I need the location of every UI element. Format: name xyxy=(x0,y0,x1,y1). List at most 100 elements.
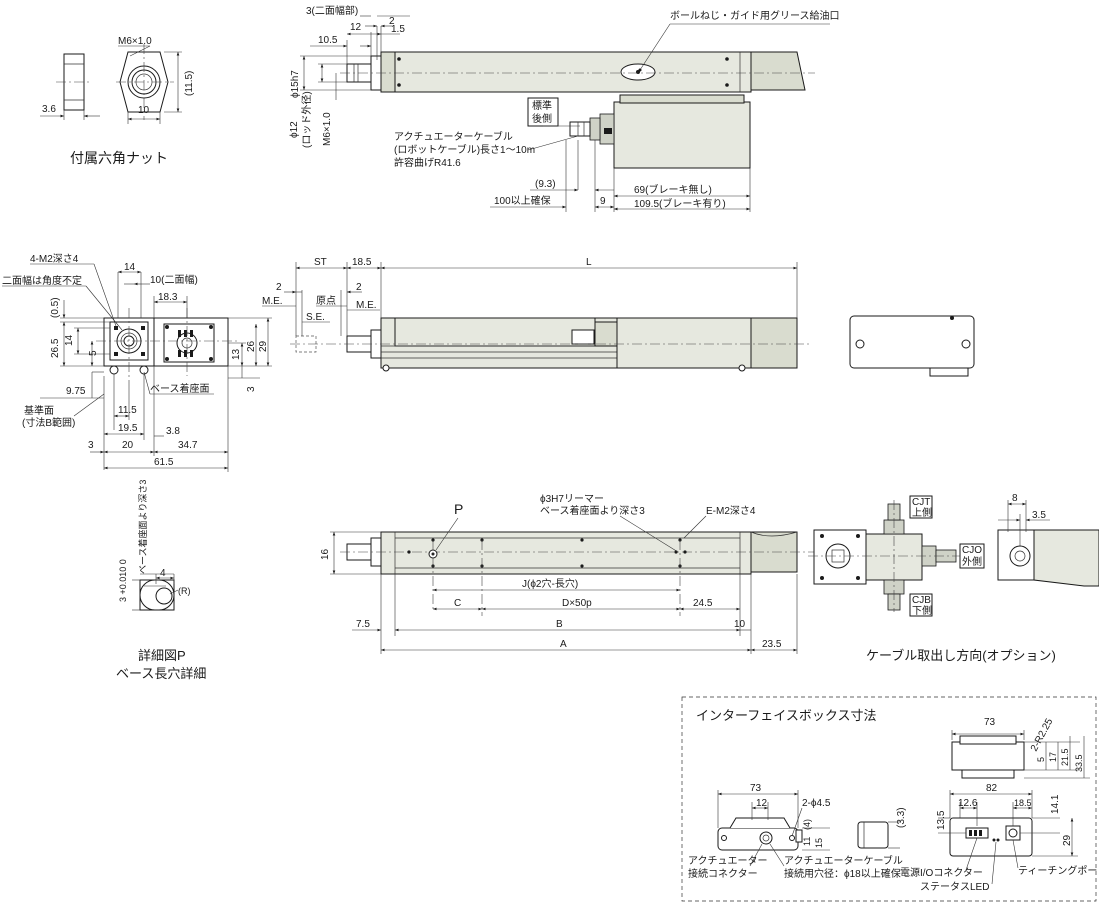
dim-d: D×50p xyxy=(562,598,592,609)
detail-caption-2: ベース長穴詳細 xyxy=(116,666,206,681)
end-view: 4-M2深さ4 14 10(二面幅) 二面幅は角度不定 18.3 (0.5) 2… xyxy=(2,253,272,472)
p-label: P xyxy=(454,501,463,517)
dim-phi15: ϕ15h7 xyxy=(290,70,301,98)
cable-option-caption: ケーブル取出し方向(オプション) xyxy=(866,648,1056,663)
detail-dim-4: 4 xyxy=(160,568,166,579)
dim-109: 109.5(ブレーキ有り) xyxy=(634,197,726,210)
if-l-12: 12 xyxy=(756,798,768,809)
if-l-15: 15 xyxy=(814,838,824,848)
if-top-5: 5 xyxy=(1036,757,1046,762)
rear-label-1: 標準 xyxy=(532,99,552,112)
if-top-21-5: 21.5 xyxy=(1060,748,1070,766)
end-dim-3: 3 xyxy=(246,386,257,392)
side-dim-2a: 2 xyxy=(276,282,282,293)
cjo-2: 外側 xyxy=(962,555,982,568)
end-dim-0-5: (0.5) xyxy=(50,297,61,318)
dim-9-3: (9.3) xyxy=(535,179,556,190)
ifbox-title: インターフェイスボックス寸法 xyxy=(696,708,876,723)
bottom-view: P ϕ3H7リーマー ベース着座面より深さ3 E-M2深さ4 16 J(ϕ2穴-… xyxy=(320,494,815,654)
end-dim-14: 14 xyxy=(124,262,136,273)
reamer-1: ϕ3H7リーマー xyxy=(540,494,604,505)
if-r-18-5: 18.5 xyxy=(1014,798,1032,808)
dim-10-5: 10.5 xyxy=(318,35,338,46)
if-r-13-5: 13.5 xyxy=(936,810,947,830)
dim-flat-width: 3(二面幅部) xyxy=(306,4,358,17)
dim-10: 10 xyxy=(734,619,746,630)
if-top-73: 73 xyxy=(984,717,996,728)
nut-width-label: 10 xyxy=(138,105,150,116)
end-dim-3b: 3 xyxy=(88,440,94,451)
nut-detail: M6×1.0 10 (11.5) 3.6 付属六角ナット xyxy=(40,36,195,166)
detail-p: 4 (R) ベース着座面より深さ3 3 +0.010 0 詳細図P ベース長穴詳… xyxy=(116,480,206,681)
side-dim-st: ST xyxy=(314,257,327,268)
cjt-1: CJT xyxy=(912,497,930,508)
dim-a: A xyxy=(560,639,567,650)
cable-label-1: アクチュエーターケーブル xyxy=(394,130,513,143)
end-ref-1: 基準面 xyxy=(24,404,54,417)
detail-r: (R) xyxy=(178,586,191,596)
detail-caption-1: 詳細図P xyxy=(138,648,186,663)
if-top-r: 2-R2.25 xyxy=(1029,716,1056,753)
cjo-1: CJO xyxy=(962,545,982,556)
dim-9: 9 xyxy=(600,196,606,207)
if-l-conn-2: 接続コネクター xyxy=(688,867,758,880)
interface-box: インターフェイスボックス寸法 73 2-R2.25 5 17 21.5 33.5… xyxy=(681,696,1099,902)
end-tapped: 4-M2深さ4 xyxy=(30,253,79,265)
end-base-seat: ベース着座面 xyxy=(150,382,210,395)
side-me-1: M.E. xyxy=(262,296,283,307)
nut-thread-label: M6×1.0 xyxy=(118,36,152,47)
if-r-teach: ティーチングポート xyxy=(1018,864,1099,877)
side-view: ST 18.5 L 2 2 M.E. 原点 M.E. S.E. xyxy=(262,257,810,372)
if-l-holes: 2-ϕ4.5 xyxy=(802,798,831,809)
dim-2: 2 xyxy=(389,16,395,27)
cjb-1: CJB xyxy=(912,595,931,606)
end-dim-10: 10(二面幅) xyxy=(150,273,198,286)
if-l-3-3: (3.3) xyxy=(896,807,907,828)
if-r-14-1: 14.1 xyxy=(1050,794,1061,814)
side-origin: 原点 xyxy=(316,295,336,307)
if-r-29: 29 xyxy=(1062,834,1073,846)
dim-69: 69(ブレーキ無し) xyxy=(634,183,712,196)
cjt-2: 上側 xyxy=(912,506,932,519)
if-r-12-6: 12.6 xyxy=(958,798,978,809)
end-dim-26: 26 xyxy=(246,340,257,352)
side-dim-2b: 2 xyxy=(356,282,362,293)
bottom-dim-16: 16 xyxy=(320,548,331,560)
top-view: 標準 後側 3(二面幅部) 2 1.5 12 10.5 ϕ15h7 ϕ12 (ロ… xyxy=(289,4,840,212)
rear-label-2: 後側 xyxy=(532,112,552,125)
bottom-tapped: E-M2深さ4 xyxy=(706,505,756,517)
dim-1-5: 1.5 xyxy=(391,24,405,35)
dim-23-5: 23.5 xyxy=(762,639,782,650)
detail-depth: ベース着座面より深さ3 xyxy=(137,480,148,574)
dim-phi12: ϕ12 xyxy=(289,121,300,138)
if-r-led: ステータスLED xyxy=(920,881,989,893)
if-top-17: 17 xyxy=(1048,752,1058,762)
end-dim-5: 5 xyxy=(88,350,99,356)
cable-label-2: (ロボットケーブル)長さ1～10m xyxy=(394,143,535,156)
cable-label-3: 許容曲げR41.6 xyxy=(394,156,461,169)
end-dim-18-3: 18.3 xyxy=(158,292,178,303)
end-ref-2: (寸法B範囲) xyxy=(22,416,75,429)
end-dim-11-5: 11.5 xyxy=(118,405,137,416)
cable-option: CJT 上側 CJO 外側 CJB 下側 8 3.5 ケーブル取出し方向(オプシ… xyxy=(808,493,1099,663)
dim-rod: (ロッド外径) xyxy=(300,91,313,148)
dim-7-5: 7.5 xyxy=(356,619,370,630)
side-dim-18-5: 18.5 xyxy=(352,257,372,268)
nut-height-label: (11.5) xyxy=(184,71,195,96)
side-me-2: M.E. xyxy=(356,300,377,311)
nut-thickness-label: 3.6 xyxy=(42,104,56,115)
if-r-82: 82 xyxy=(986,783,998,794)
detail-tol: 3 +0.010 0 xyxy=(118,559,128,602)
if-l-73: 73 xyxy=(750,783,762,794)
dim-100: 100以上確保 xyxy=(494,194,551,207)
cjb-2: 下側 xyxy=(912,604,932,617)
nut-caption: 付属六角ナット xyxy=(70,150,168,166)
end-flat-note: 二面幅は角度不定 xyxy=(2,274,82,287)
end-dim-14b: 14 xyxy=(64,334,75,346)
end-dim-34-7: 34.7 xyxy=(178,440,198,451)
if-l-cab-2: 接続用穴径：ϕ18以上確保 xyxy=(784,867,901,880)
end-dim-61-5: 61.5 xyxy=(154,457,174,468)
end-dim-3-8: 3.8 xyxy=(166,426,180,437)
dim-b: B xyxy=(556,619,563,630)
